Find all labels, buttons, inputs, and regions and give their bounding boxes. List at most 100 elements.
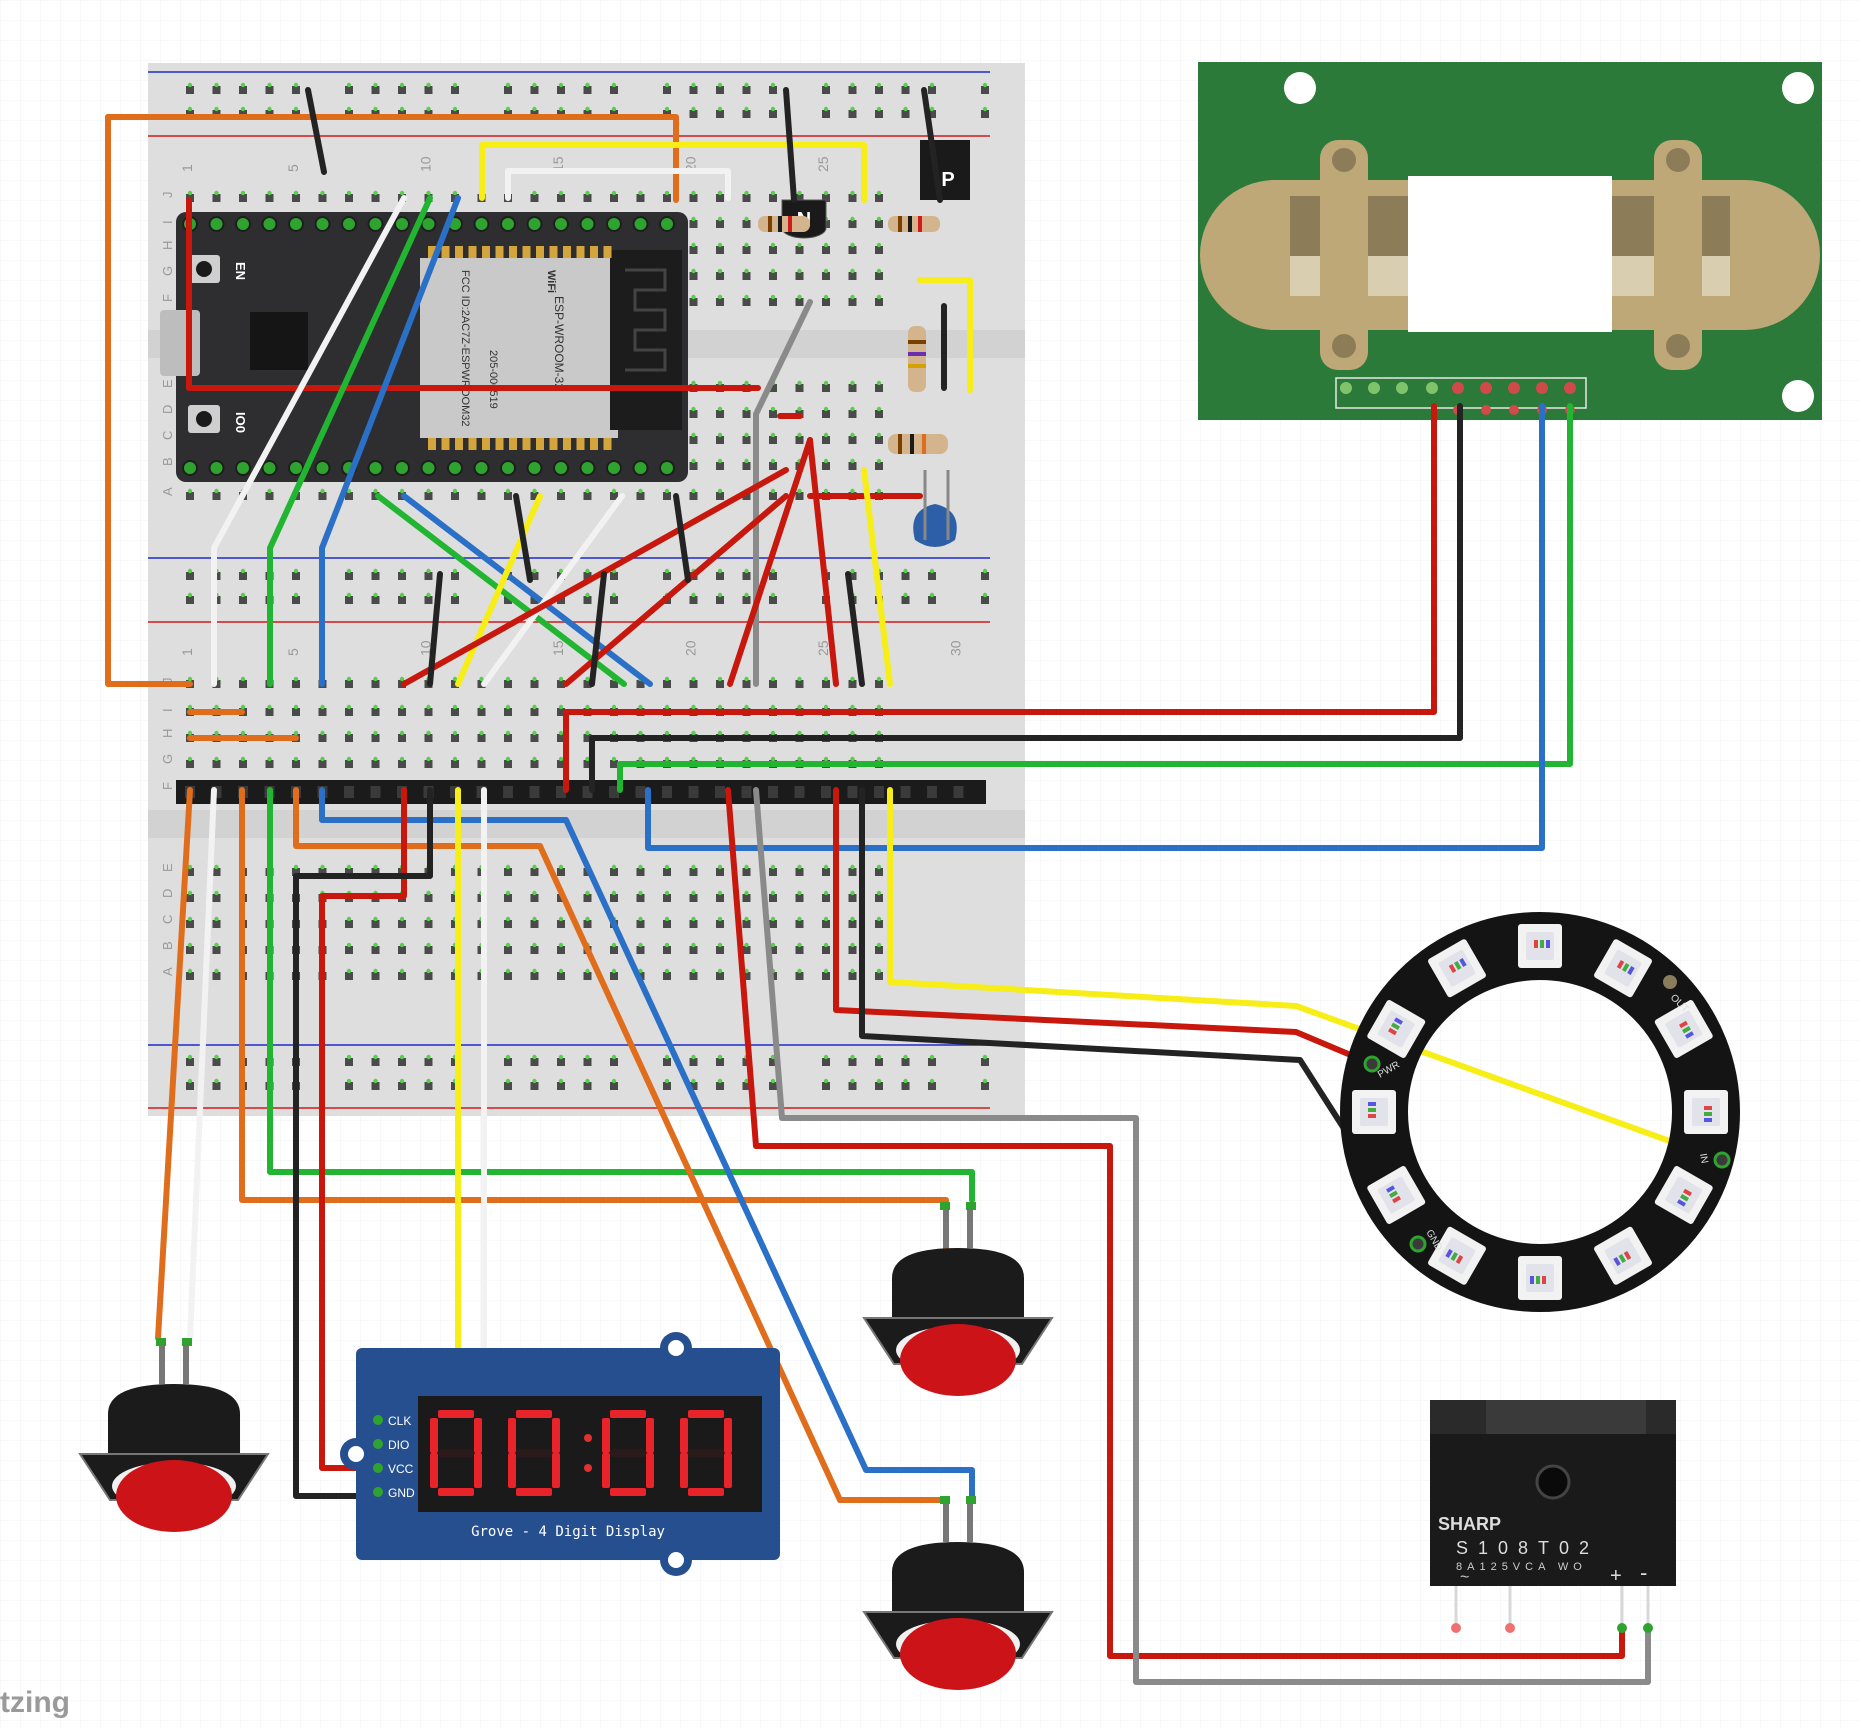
breadboard-hole [848, 246, 857, 254]
module-pad [468, 246, 477, 258]
breadboard-hole [822, 946, 830, 954]
hole-marker [399, 106, 405, 112]
breadboard-hole [504, 760, 512, 768]
button-red-cap[interactable] [900, 1618, 1016, 1690]
hole-marker [346, 756, 352, 762]
breadboard-hole [292, 760, 300, 768]
button-red-cap[interactable] [900, 1324, 1016, 1396]
breadboard-hole [371, 972, 380, 980]
hole-marker [293, 704, 299, 710]
ring-led [1518, 1256, 1562, 1300]
breadboard-hole [610, 894, 618, 902]
hole-marker [505, 916, 511, 922]
hole-marker [558, 864, 564, 870]
row-letter: I [160, 220, 175, 224]
hole-marker [638, 916, 643, 922]
push-button-2[interactable] [862, 1202, 1054, 1396]
header-pin [635, 786, 646, 798]
wire-black [293, 787, 433, 1499]
hole-marker [664, 890, 670, 896]
breadboard-hole [371, 194, 380, 202]
breadboard-hole [795, 920, 804, 928]
hole-marker [373, 1054, 378, 1060]
header-pin [900, 786, 911, 798]
hole-marker [373, 942, 378, 948]
hole-marker [187, 190, 193, 196]
wroom-module [420, 258, 618, 438]
hole-marker [929, 82, 935, 88]
hole-marker [691, 406, 696, 412]
hole-marker [717, 82, 723, 88]
breadboard-hole [424, 572, 433, 580]
io0-button-cap[interactable] [196, 411, 212, 427]
hole-marker [691, 380, 696, 386]
hole-marker [797, 942, 802, 948]
hole-marker [876, 242, 882, 248]
breadboard-hole [239, 572, 247, 580]
breadboard-hole [557, 946, 565, 954]
hole-marker [823, 730, 829, 736]
hole-marker [585, 592, 590, 598]
breadboard-hole [212, 920, 221, 928]
module-pad [603, 438, 612, 450]
breadboard-hole [769, 492, 777, 500]
hole-marker [214, 704, 219, 710]
breadboard-hole [530, 86, 539, 94]
hole-marker [426, 942, 431, 948]
hole-marker [744, 380, 749, 386]
hole-marker [823, 864, 829, 870]
breadboard-hole [928, 596, 936, 604]
hole-marker [187, 488, 193, 494]
wire-white [187, 787, 217, 1341]
module-pad [495, 246, 504, 258]
breadboard-hole [186, 86, 194, 94]
module-line-1: ESP-WROOM-32 [552, 296, 566, 390]
resistor-4 [888, 434, 948, 454]
hole-marker [744, 756, 749, 762]
breadboard-hole [265, 86, 274, 94]
header-pin [556, 786, 566, 798]
breadboard-hole [398, 734, 406, 742]
breadboard-hole [689, 946, 698, 954]
push-button-3[interactable] [862, 1496, 1054, 1690]
breadboard-hole [504, 86, 512, 94]
breadboard-hole [371, 734, 380, 742]
header-pin [821, 786, 831, 798]
hole-marker [373, 704, 378, 710]
breadboard-hole [557, 596, 565, 604]
breadboard-hole [981, 110, 989, 118]
display-pin-vcc: VCC [388, 1462, 414, 1476]
hole-marker [664, 1078, 670, 1084]
hole-marker [691, 730, 696, 736]
hole-marker [399, 82, 405, 88]
hole-marker [770, 592, 776, 598]
hole-marker [717, 406, 723, 412]
wire-black [427, 571, 443, 687]
hole-marker [505, 730, 511, 736]
hole-marker [876, 406, 882, 412]
push-button-1[interactable] [78, 1338, 270, 1532]
hole-marker [770, 294, 776, 300]
breadboard-hole [689, 272, 698, 280]
co2-sensor-pin [1452, 382, 1464, 394]
hole-marker [770, 406, 776, 412]
breadboard-hole [848, 194, 857, 202]
hole-marker [691, 756, 696, 762]
breadboard-hole [636, 894, 645, 902]
hole-marker [638, 756, 643, 762]
hole-marker [691, 242, 696, 248]
breadboard-hole [610, 194, 618, 202]
breadboard-hole [530, 572, 539, 580]
mount-hole [1782, 72, 1814, 104]
hole-marker [903, 1078, 908, 1084]
hole-marker [399, 568, 405, 574]
hole-marker [717, 568, 723, 574]
hole-marker [452, 676, 458, 682]
wire-green [617, 403, 1573, 793]
button-red-cap[interactable] [116, 1460, 232, 1532]
breadboard-hole [530, 946, 539, 954]
breadboard-hole [583, 194, 592, 202]
hole-marker [452, 488, 458, 494]
hole-marker [585, 704, 590, 710]
en-button-cap[interactable] [196, 261, 212, 277]
